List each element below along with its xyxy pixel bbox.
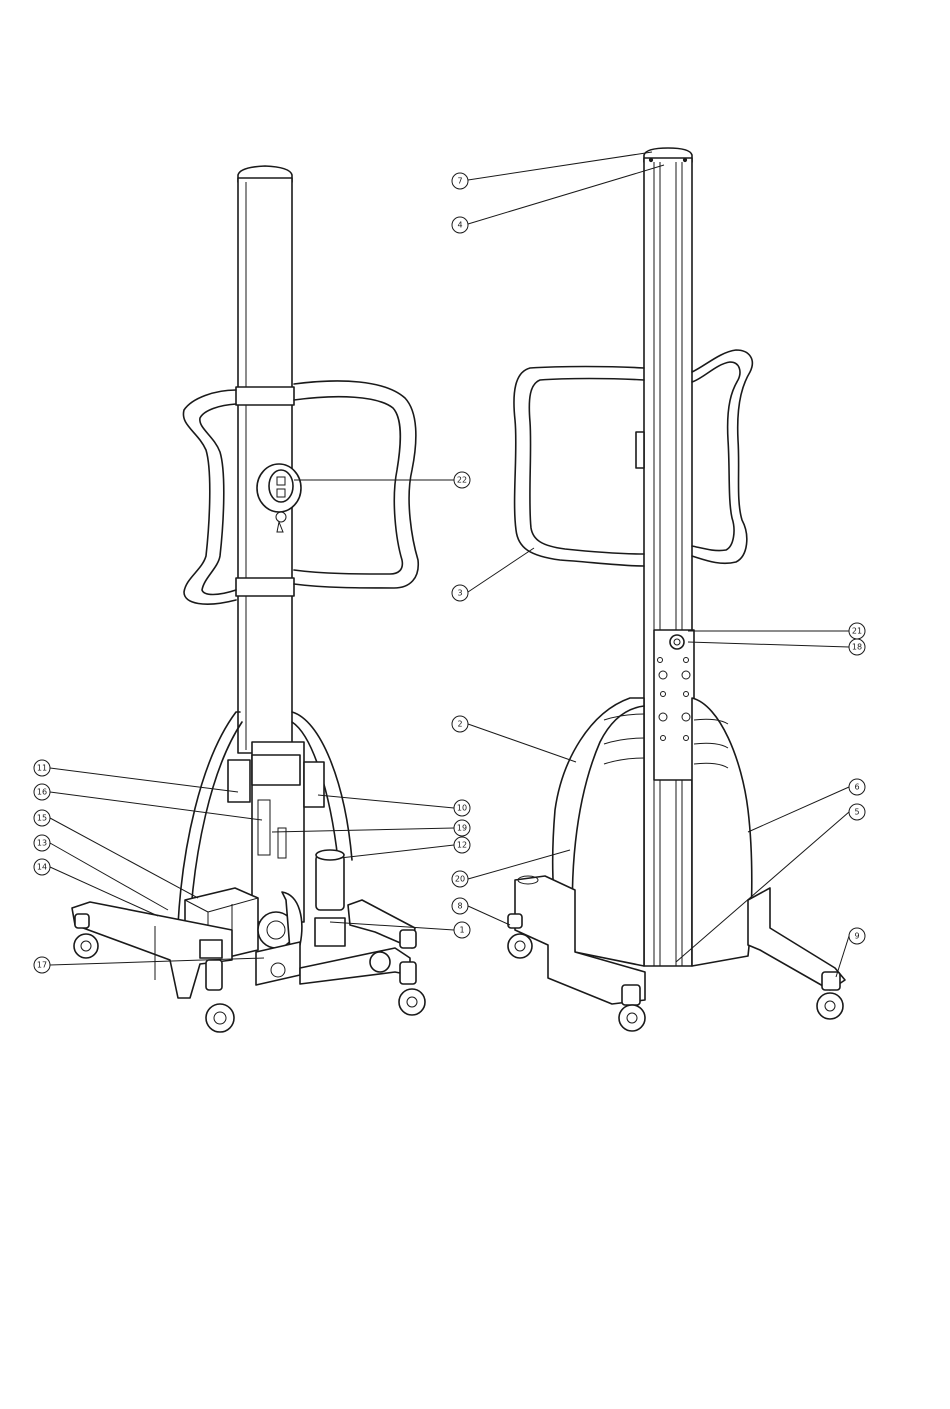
callout-8-label: 8 — [457, 902, 462, 911]
callout-15: 15 — [34, 810, 50, 826]
callout-11: 11 — [34, 760, 50, 776]
rear-view-drawing — [508, 148, 845, 1031]
callout-1-label: 1 — [459, 926, 464, 935]
callout-4-label: 4 — [457, 221, 462, 230]
callout-3-label: 3 — [457, 589, 462, 598]
callout-14: 14 — [34, 859, 50, 875]
callout-5: 5 — [849, 804, 865, 820]
callout-22: 22 — [454, 472, 470, 488]
callout-6: 6 — [849, 779, 865, 795]
callout-20-label: 20 — [455, 875, 465, 884]
caster-rear-right — [399, 962, 425, 1015]
callout-17-label: 17 — [37, 961, 47, 970]
callout-9-label: 9 — [854, 932, 859, 941]
callout-14-label: 14 — [37, 863, 47, 872]
callout-9: 9 — [849, 928, 865, 944]
callout-5-label: 5 — [854, 808, 859, 817]
callout-21-label: 21 — [852, 627, 862, 636]
callout-16: 16 — [34, 784, 50, 800]
callout-15-label: 15 — [37, 814, 47, 823]
callout-2: 2 — [452, 716, 468, 732]
callout-20: 20 — [452, 871, 468, 887]
callout-19: 19 — [454, 820, 470, 836]
callout-22-label: 22 — [457, 476, 467, 485]
front-view-drawing — [72, 166, 425, 1032]
callout-21: 21 — [849, 623, 865, 639]
callout-13: 13 — [34, 835, 50, 851]
caster-rear-left — [206, 960, 234, 1032]
callout-10: 10 — [454, 800, 470, 816]
callout-7-label: 7 — [457, 177, 462, 186]
callout-13-label: 13 — [37, 839, 47, 848]
callout-17: 17 — [34, 957, 50, 973]
callout-18: 18 — [849, 639, 865, 655]
callout-1: 1 — [454, 922, 470, 938]
callout-4: 4 — [452, 217, 468, 233]
callout-7: 7 — [452, 173, 468, 189]
callout-10-label: 10 — [457, 804, 467, 813]
callout-12: 12 — [454, 837, 470, 853]
callout-12-label: 12 — [457, 841, 467, 850]
callout-2-label: 2 — [457, 720, 462, 729]
callout-16-label: 16 — [37, 788, 47, 797]
callout-19-label: 19 — [457, 824, 467, 833]
callout-6-label: 6 — [854, 783, 859, 792]
callout-3: 3 — [452, 585, 468, 601]
callout-11-label: 11 — [37, 764, 47, 773]
callout-18-label: 18 — [852, 643, 862, 652]
callout-8: 8 — [452, 898, 468, 914]
